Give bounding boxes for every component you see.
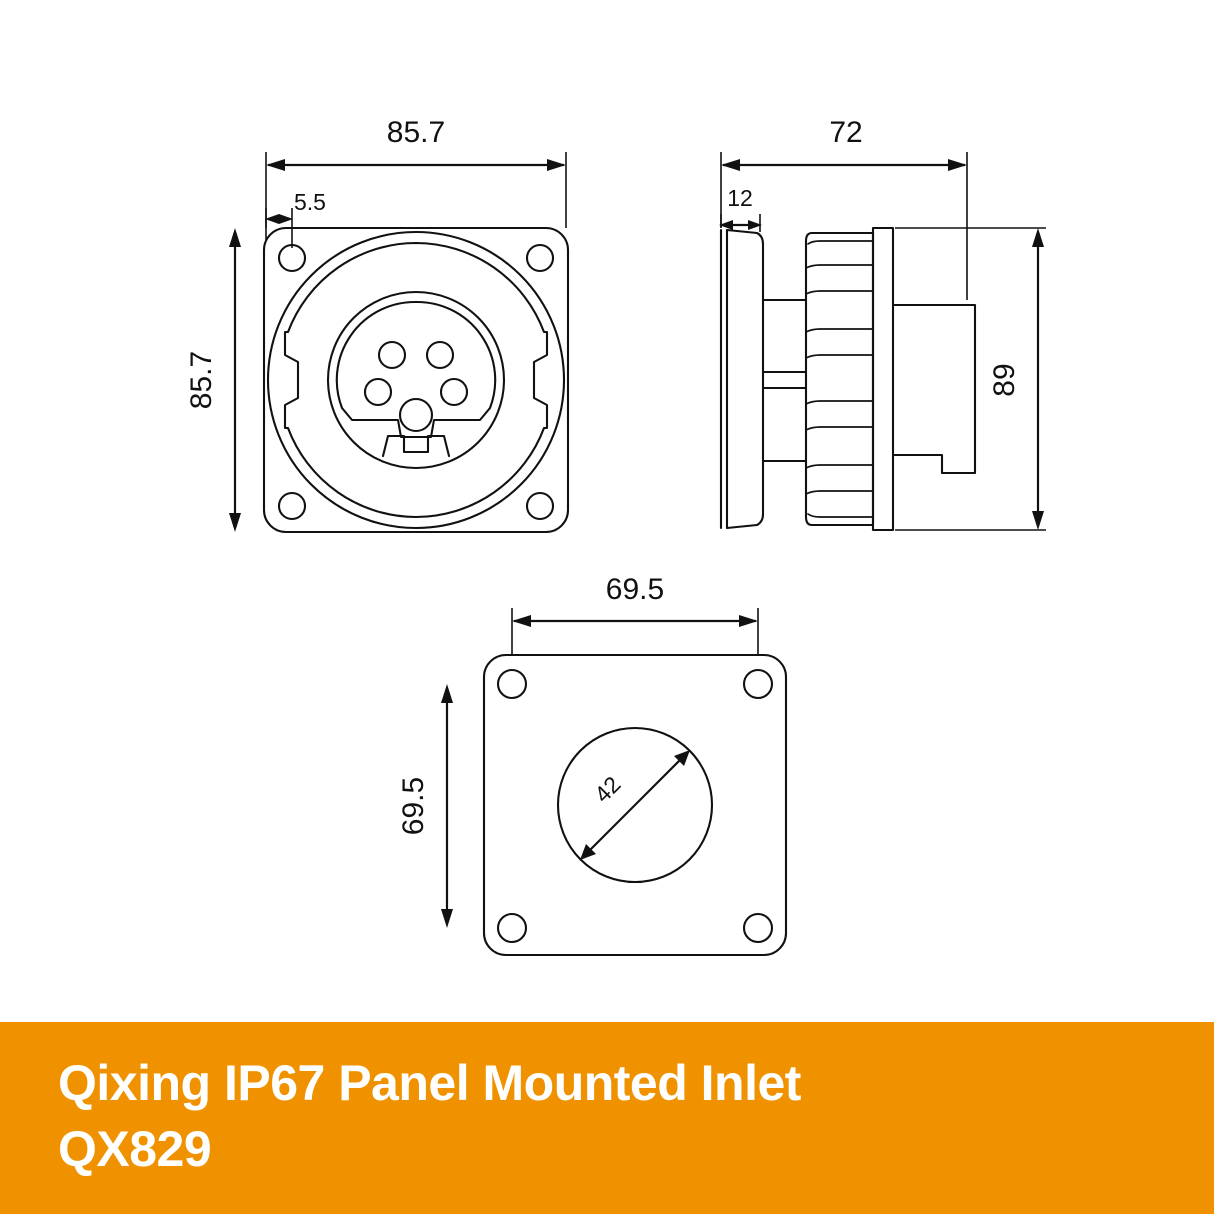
side-body-outline: [804, 231, 875, 527]
cutout-hole-bl: [496, 912, 528, 944]
side-depth-dimension: 72: [720, 116, 968, 300]
side-body-flange-plate: [871, 226, 895, 532]
side-height-dimension: 89: [895, 227, 1046, 531]
front-view: 85.7 85.7 5.5: [185, 116, 570, 534]
front-hole-offset-dimension: 5.5: [265, 189, 326, 248]
panel-cutout-view: 42 69.5 69.5: [397, 573, 788, 957]
side-depth-label: 72: [829, 116, 862, 149]
front-mounting-hole-tr: [525, 243, 555, 273]
front-mounting-hole-br: [525, 491, 555, 521]
front-pin-hole-top-right: [425, 340, 455, 370]
front-height-label: 85.7: [185, 351, 218, 409]
front-pin-hole-top-left: [377, 340, 407, 370]
cutout-hole-br: [742, 912, 774, 944]
front-shoulder-with-notches: [283, 241, 549, 519]
cutout-plate-outline: [482, 653, 788, 957]
cutout-hole-tl: [496, 668, 528, 700]
product-title-line-1: Qixing IP67 Panel Mounted Inlet: [58, 1055, 801, 1111]
front-width-label: 85.7: [387, 116, 445, 149]
front-mounting-hole-bl: [277, 491, 307, 521]
side-height-label: 89: [988, 363, 1021, 396]
front-width-dimension: 85.7: [265, 116, 567, 228]
cutout-height-dimension: 69.5: [397, 684, 453, 928]
side-rear-box: [891, 303, 977, 475]
side-view: 72 12 89: [719, 116, 1046, 532]
cutout-bore-label: 42: [589, 771, 625, 807]
product-title-banner: Qixing IP67 Panel Mounted Inlet QX829: [0, 1022, 1214, 1214]
cutout-width-label: 69.5: [606, 573, 664, 606]
front-body-outer-circle: [266, 230, 566, 530]
side-flange-thickness-dimension: 12: [719, 185, 762, 232]
front-socket-inner-with-key: [335, 300, 497, 439]
front-hole-offset-label: 5.5: [294, 189, 326, 215]
cutout-bore-dimension: 42: [580, 750, 690, 860]
cutout-height-label: 69.5: [397, 777, 430, 835]
front-socket-outer: [326, 290, 506, 470]
side-flange-thickness-label: 12: [727, 185, 753, 211]
cutout-width-dimension: 69.5: [511, 573, 759, 655]
technical-drawing-svg: 85.7 85.7 5.5: [185, 116, 1046, 957]
front-mounting-hole-tl: [277, 243, 307, 273]
front-flange-outline: [262, 226, 570, 534]
technical-drawing-area: 85.7 85.7 5.5: [185, 116, 1046, 957]
cutout-bore-circle: [556, 726, 714, 884]
side-front-cap-body: [725, 228, 765, 530]
front-height-dimension: 85.7: [185, 228, 241, 532]
cutout-hole-tr: [742, 668, 774, 700]
front-pin-hole-mid-left: [363, 377, 393, 407]
front-pin-hole-earth: [398, 397, 434, 433]
front-keyway-bump: [381, 434, 451, 458]
front-pin-hole-mid-right: [439, 377, 469, 407]
side-body-ribs: [805, 240, 874, 518]
product-model-line-2: QX829: [58, 1121, 212, 1177]
